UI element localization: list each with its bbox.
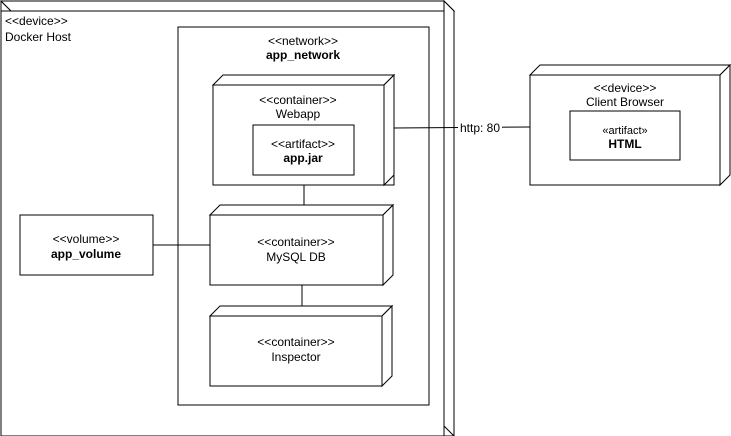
app-jar-name: app.jar [283,151,323,165]
webapp-name: Webapp [276,107,321,121]
app-jar-artifact: <<artifact>> app.jar [252,124,355,176]
http-connection-label: http: 80 [458,120,502,135]
mysql-db-node: <<container>> MySQL DB [208,203,395,287]
mysql-db-name: MySQL DB [266,250,326,264]
app-jar-stereotype: <<artifact>> [271,137,335,151]
webapp-stereotype: <<container>> [259,93,336,107]
app-network-stereotype: <<network>> [268,34,338,48]
html-artifact-stereotype: «artifact» [602,125,647,137]
html-artifact-name: HTML [608,137,641,151]
app-volume-stereotype: <<volume>> [53,232,120,246]
mysql-db-stereotype: <<container>> [257,235,334,249]
docker-host-name: Docker Host [5,30,72,44]
app-volume-name: app_volume [51,247,121,261]
inspector-node: <<container>> Inspector [208,304,394,388]
http-port-label: http: 80 [460,121,500,135]
inspector-stereotype: <<container>> [257,335,334,349]
docker-host-stereotype: <<device>> [5,14,68,28]
app-network-name: app_network [266,48,340,62]
client-browser-stereotype: <<device>> [594,81,657,95]
client-browser-name: Client Browser [586,95,664,109]
inspector-name: Inspector [271,350,320,364]
app-volume-node: <<volume>> app_volume [19,214,154,276]
html-artifact: «artifact» HTML [569,110,681,161]
